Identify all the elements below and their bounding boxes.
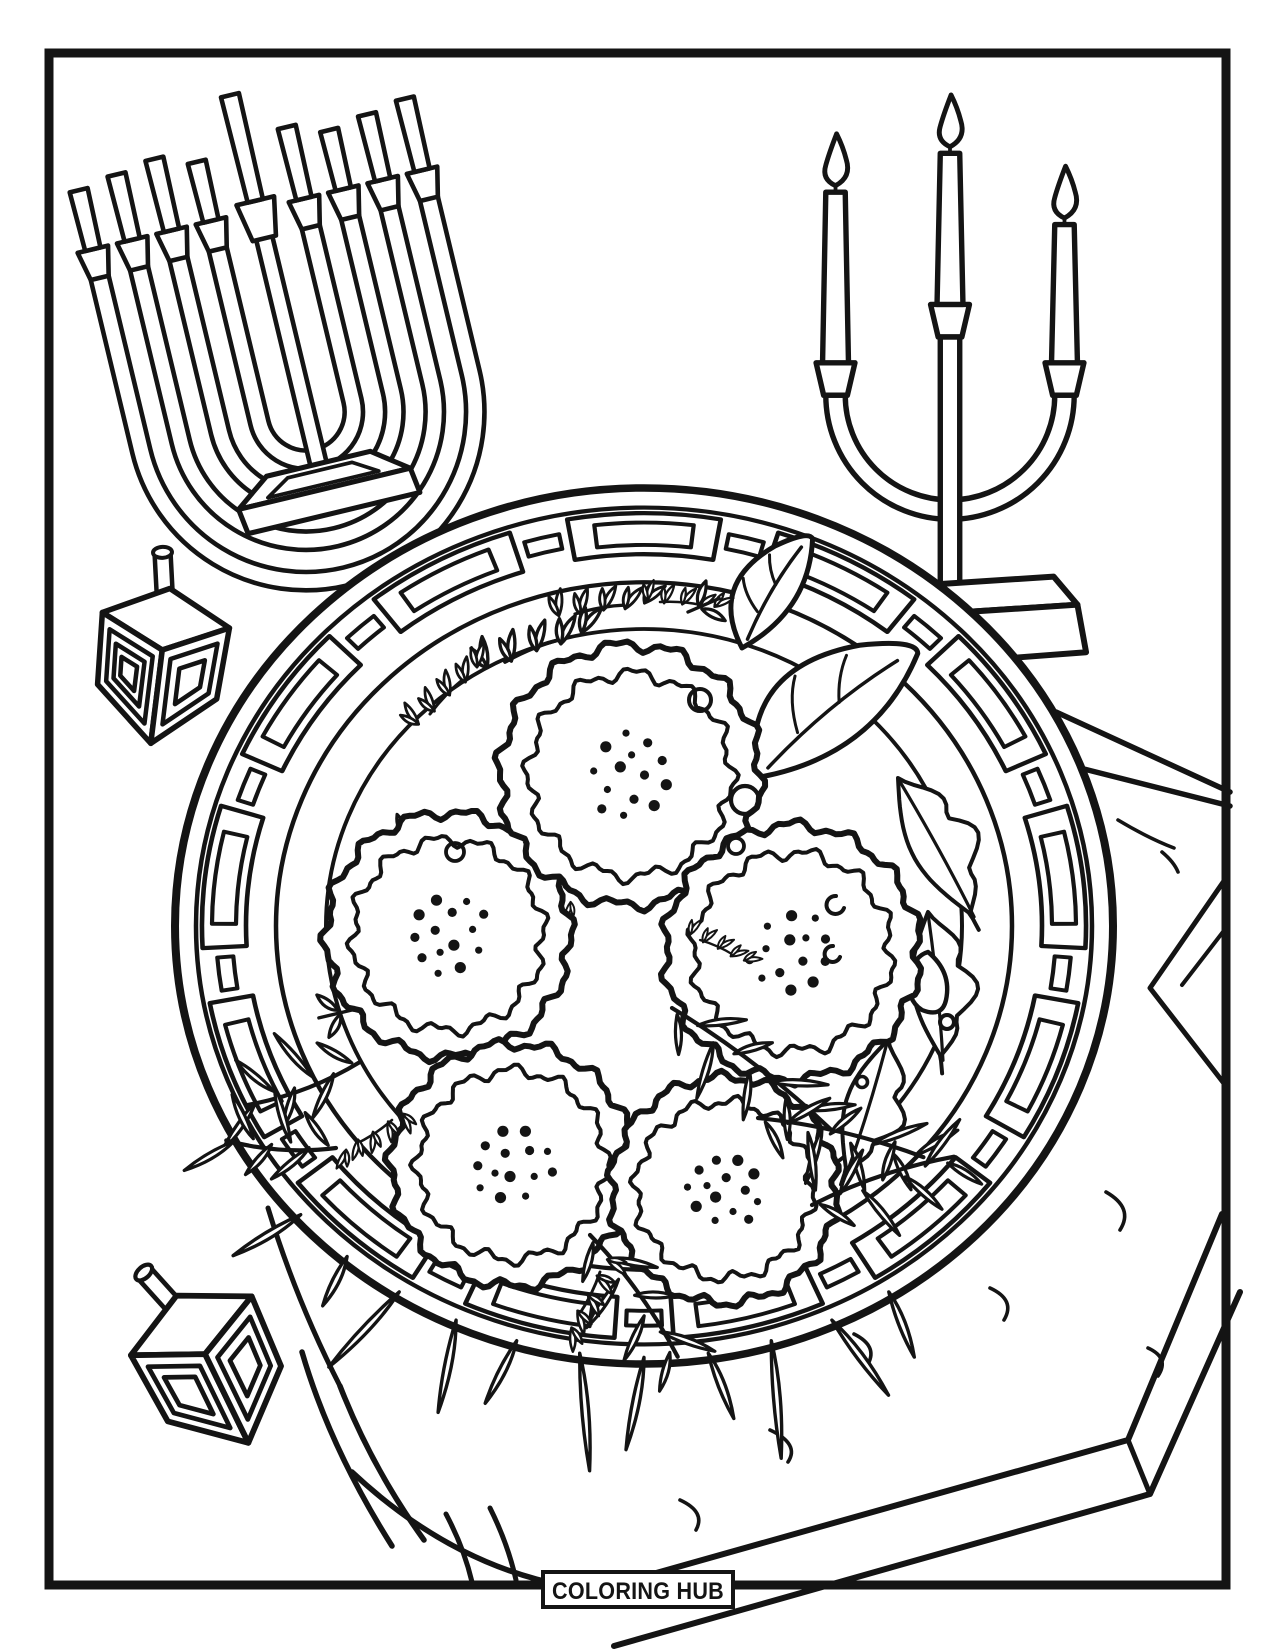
plate-of-latkes [171,484,1117,1393]
flame-icon [822,131,851,189]
napkin-top-edge [1077,765,1233,809]
dreidel-top-left-icon [94,544,233,747]
brand-badge-label: COLORING HUB [552,1578,724,1605]
herb-garnish [182,533,981,1187]
leaf-pair [686,579,727,623]
parsley-frond [641,578,735,609]
leaf-pair [315,993,354,1040]
basil-leaf [751,640,921,781]
dreidel-bottom-left-icon [127,1262,284,1446]
parsley-frond [687,918,764,963]
plate-greek-key-band [199,511,1089,1341]
parsley-frond [335,1112,418,1170]
napkin-right-flap-fold [1180,926,1228,987]
latke [381,1036,640,1293]
plate-rim-ring [193,505,1095,1347]
flame-icon [936,92,965,150]
parsley-frond [398,641,486,726]
brand-badge-box [541,1570,735,1609]
latke [604,1067,844,1310]
rosemary-sprig [809,1117,984,1238]
brand-badge: COLORING HUB [541,1570,735,1609]
napkin-right-flap [1147,875,1229,1089]
parsley-frond [568,1256,628,1353]
basil-leaf [728,533,816,651]
napkin-top-edge [1053,709,1233,795]
flame-icon [1051,163,1080,221]
napkin-herb-fringe [231,1213,916,1473]
tablecloth-corner [299,1349,569,1589]
parsley-frond [469,606,604,670]
arugula-leaf [896,776,981,932]
herb-garnish-top [335,918,984,1393]
napkin-hem-band [593,1211,1243,1649]
rosemary-sprig [182,1084,339,1181]
menorah-icon [67,90,487,593]
